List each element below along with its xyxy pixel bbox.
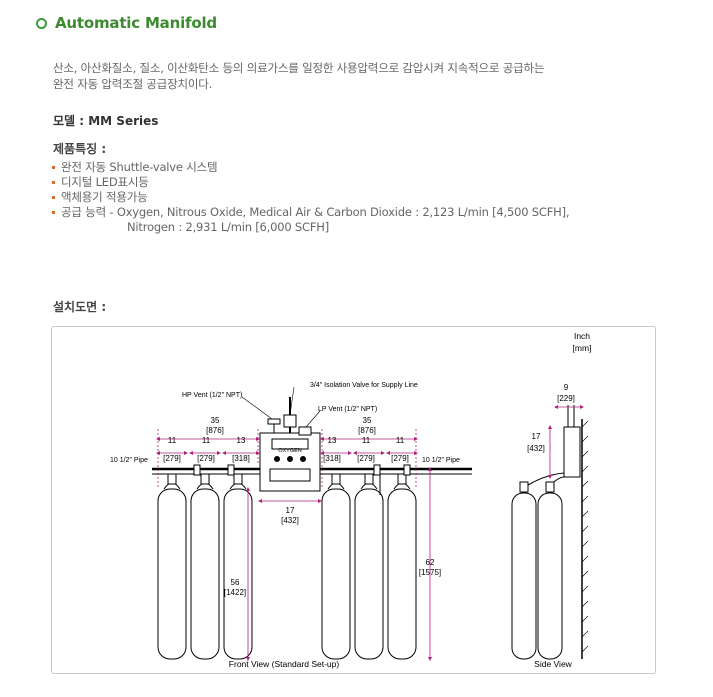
page-title: Automatic Manifold [55, 14, 217, 32]
svg-text:[279]: [279] [391, 454, 409, 463]
svg-text:[279]: [279] [357, 454, 375, 463]
svg-text:11: 11 [396, 436, 405, 445]
left-pipe-label: 10 1/2" Pipe [110, 457, 148, 464]
panel-gauges [269, 468, 311, 482]
side-view-caption: Side View [534, 659, 573, 669]
svg-text:9: 9 [564, 383, 569, 392]
lp-vent-label: LP Vent (1/2" NPT) [318, 406, 377, 413]
svg-text:[318]: [318] [323, 454, 341, 463]
hp-vent-label: HP Vent (1/2" NPT) [182, 392, 242, 399]
section-title-row: Automatic Manifold [36, 14, 217, 32]
hp-vent [267, 418, 281, 425]
side-dimension-labels: 9 [229] 17 [432] [527, 383, 575, 453]
valve [403, 464, 411, 476]
bullet-icon [52, 181, 55, 184]
side-panel [563, 426, 581, 478]
cylinder-right-3 [387, 473, 417, 660]
model-label: 모델 : MM Series [53, 114, 159, 128]
cylinder-left-2 [190, 473, 220, 660]
side-cylinder-2 [537, 492, 563, 660]
valve [193, 464, 201, 476]
panel-gas-label: OXYGEN [278, 448, 302, 454]
svg-text:[318]: [318] [232, 454, 250, 463]
panel-indicator [274, 456, 280, 462]
callout-lines [241, 386, 321, 428]
isolation-valve [283, 414, 297, 428]
front-view [152, 397, 472, 660]
installation-heading: 설치도면 : [53, 300, 107, 314]
installation-diagram: Inch [mm] [51, 326, 656, 674]
svg-text:[432]: [432] [527, 444, 545, 453]
cylinder-left-3 [223, 473, 253, 660]
description-line-2: 완전 자동 압력조절 공급장치이다. [53, 77, 213, 91]
features-heading: 제품특징 : [53, 142, 107, 156]
product-description: 산소, 아산화질소, 질소, 이산화탄소 등의 의료가스를 일정한 사용압력으로… [53, 60, 544, 92]
feature-item-continued: Nitrogen : 2,931 L/min [6,000 SCFH] [127, 220, 330, 234]
svg-text:17: 17 [286, 506, 295, 515]
panel-indicator [300, 456, 306, 462]
dimension-labels: 35 [876] 35 [876] 11 [279] 11 [279] 13 [… [163, 416, 441, 597]
svg-text:35: 35 [363, 416, 372, 425]
svg-text:17: 17 [532, 432, 541, 441]
bullet-icon [52, 211, 55, 214]
svg-text:35: 35 [211, 416, 220, 425]
svg-text:[876]: [876] [358, 426, 376, 435]
right-pipe-label: 10 1/2" Pipe [422, 457, 460, 464]
front-view-caption: Front View (Standard Set-up) [229, 659, 340, 669]
svg-text:13: 13 [328, 436, 337, 445]
unit-label-inch: Inch [574, 331, 590, 341]
svg-text:11: 11 [362, 436, 371, 445]
cylinder-right-2 [354, 473, 384, 660]
side-dimension-lines [548, 405, 584, 479]
feature-item: 디지털 LED표시등 [52, 175, 569, 190]
circle-bullet-icon [36, 17, 47, 29]
feature-item: 완전 자동 Shuttle-valve 시스템 [52, 160, 569, 175]
svg-text:11: 11 [202, 436, 211, 445]
description-line-1: 산소, 아산화질소, 질소, 이산화탄소 등의 의료가스를 일정한 사용압력으로… [53, 61, 545, 75]
svg-text:11: 11 [168, 436, 177, 445]
svg-text:13: 13 [237, 436, 246, 445]
dimension-lines [156, 429, 432, 661]
svg-text:[279]: [279] [163, 454, 181, 463]
svg-text:[1575]: [1575] [419, 568, 441, 577]
feature-item: 액체용기 적용가능 [52, 190, 569, 205]
wall-hatch [581, 420, 589, 653]
svg-text:62: 62 [426, 558, 435, 567]
cylinder-right-1 [321, 473, 351, 660]
bullet-icon [52, 166, 55, 169]
svg-text:56: 56 [231, 578, 240, 587]
feature-item: 공급 능력 - Oxygen, Nitrous Oxide, Medical A… [52, 205, 570, 220]
unit-label-mm: [mm] [573, 343, 592, 353]
svg-text:[1422]: [1422] [224, 588, 246, 597]
side-view [511, 405, 589, 660]
svg-text:[876]: [876] [206, 426, 224, 435]
svg-text:[432]: [432] [281, 516, 299, 525]
valve [227, 464, 235, 476]
isolation-valve-label: 3/4" Isolation Valve for Supply Line [310, 382, 418, 389]
valve [373, 464, 381, 476]
cylinder-left-1 [157, 473, 187, 660]
features-list: 완전 자동 Shuttle-valve 시스템 디지털 LED표시등 액체용기 … [52, 160, 570, 235]
panel-label-frame [271, 438, 309, 450]
panel-indicator [287, 456, 293, 462]
lp-vent [298, 426, 312, 436]
svg-text:[279]: [279] [197, 454, 215, 463]
manifold-drawing: Inch [mm] [110, 331, 592, 669]
svg-text:[229]: [229] [557, 394, 575, 403]
side-cylinder-1 [511, 492, 537, 660]
bullet-icon [52, 196, 55, 199]
